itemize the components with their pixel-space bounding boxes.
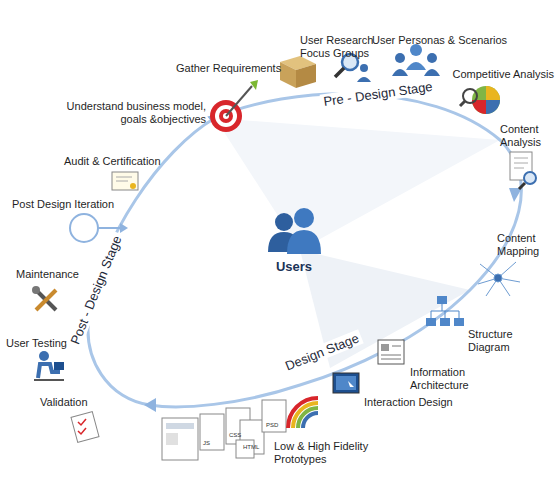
ia-icon: [378, 340, 404, 364]
structure-icon: [426, 296, 464, 326]
step-label: Post Design Iteration: [12, 198, 114, 211]
step-label: Low & High Fidelity Prototypes: [274, 440, 374, 466]
step-label: Audit & Certification: [64, 155, 161, 168]
monitor-icon: [333, 373, 359, 393]
people-icon: [392, 44, 440, 76]
user-testing-icon: [34, 351, 64, 380]
step-label: Information Architecture: [410, 366, 482, 392]
step-label: User Research Focus Groups: [300, 34, 378, 60]
step-label: User Personas & Scenarios: [372, 34, 507, 47]
step-label: Content Mapping: [497, 232, 549, 258]
file-tag: CSS: [229, 432, 241, 439]
stage-label: Post - Design Stage: [66, 231, 125, 349]
pie-chart-icon: [460, 86, 500, 114]
file-tag: PSD: [266, 422, 278, 429]
certificate-icon: [112, 172, 138, 190]
step-label: Validation: [40, 396, 88, 409]
step-label: User Testing: [6, 337, 67, 350]
note-label: Understand business model, goals &object…: [56, 100, 206, 126]
validation-icon: [71, 412, 99, 443]
users-icon: [268, 208, 321, 254]
document-icon: [510, 152, 536, 189]
target-icon: [210, 80, 258, 132]
step-label: Content Analysis: [500, 123, 552, 149]
step-label: Structure Diagram: [468, 328, 524, 354]
cycle-ring: [88, 94, 521, 407]
file-tag: HTML: [243, 444, 259, 451]
tools-icon: [32, 286, 56, 310]
center-label: Users: [276, 260, 312, 273]
arrow-head: [144, 398, 156, 412]
step-label: Gather Requirements: [176, 62, 281, 75]
light-ray: [215, 118, 500, 250]
stage-label: Pre - Design Stage: [320, 79, 437, 110]
step-label: Interaction Design: [364, 396, 453, 409]
box-icon: [280, 56, 316, 88]
arrow-head: [509, 188, 522, 202]
mind-map-icon: [478, 262, 520, 296]
step-label: Maintenance: [16, 268, 79, 281]
step-label: Competitive Analysis: [453, 68, 555, 81]
file-tag: JS: [203, 440, 210, 447]
